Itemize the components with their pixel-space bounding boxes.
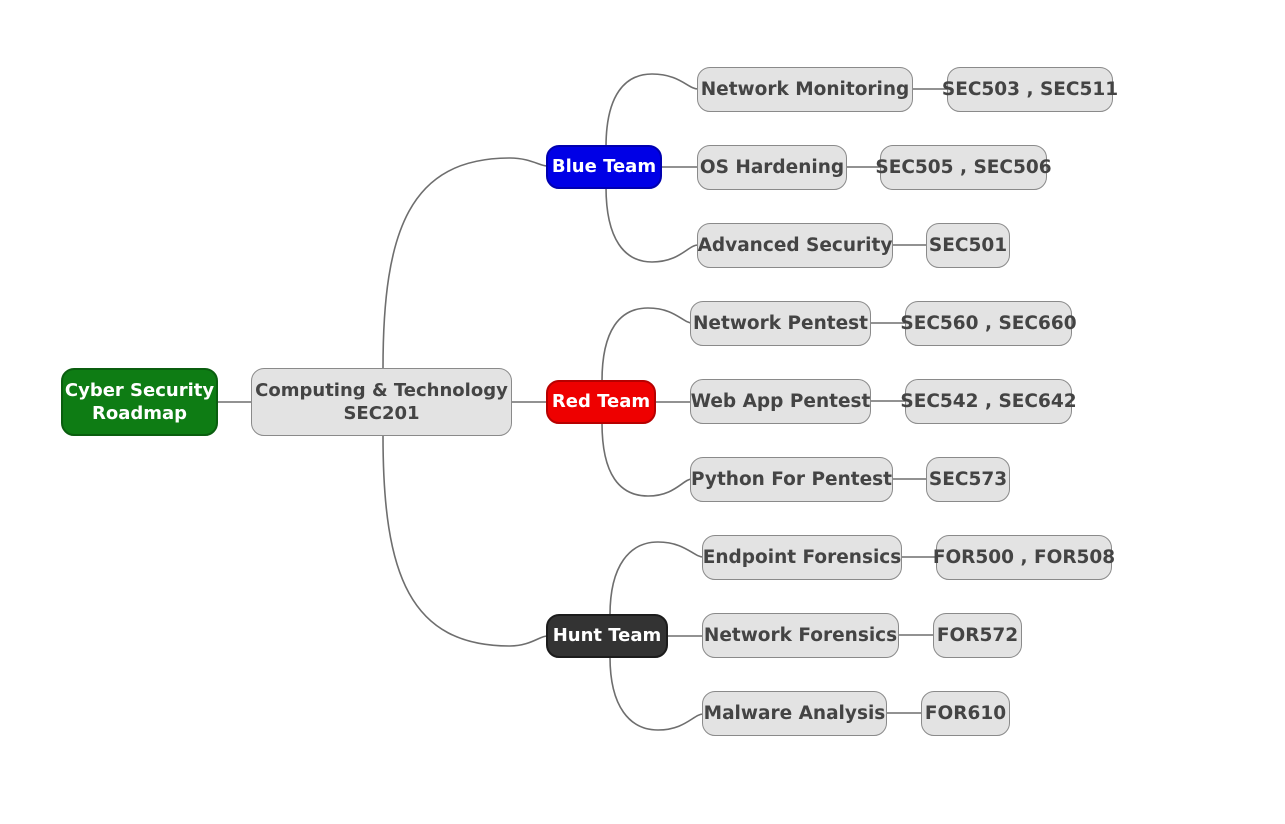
course-os-hardening[interactable]: SEC505 , SEC506 xyxy=(875,145,1052,190)
topic-malware-analysis[interactable]: Malware Analysis xyxy=(702,691,887,736)
topic-python-for-pentest[interactable]: Python For Pentest xyxy=(690,457,893,502)
topic-web-app-pentest[interactable]: Web App Pentest xyxy=(690,379,871,424)
red-team-node[interactable]: Red Team xyxy=(546,380,656,424)
topic-os-hardening[interactable]: OS Hardening xyxy=(697,145,847,190)
link-hunt-topic-3 xyxy=(609,656,704,731)
link-red-topic-3 xyxy=(601,422,693,497)
main-node[interactable]: Computing & Technology SEC201 xyxy=(251,368,512,436)
link-red-topic-1 xyxy=(601,307,693,382)
course-endpoint-forensics[interactable]: FOR500 , FOR508 xyxy=(933,535,1115,580)
hunt-team-node[interactable]: Hunt Team xyxy=(546,614,668,658)
link-main-hunt xyxy=(382,435,548,647)
main-label-line2: SEC201 xyxy=(343,403,420,424)
link-hunt-topic-1 xyxy=(609,541,704,616)
topic-endpoint-forensics[interactable]: Endpoint Forensics xyxy=(702,535,902,580)
topic-advanced-security[interactable]: Advanced Security xyxy=(697,223,893,268)
link-main-blue xyxy=(382,157,548,369)
course-network-monitoring[interactable]: SEC503 , SEC511 xyxy=(942,67,1118,112)
blue-team-node[interactable]: Blue Team xyxy=(546,145,662,189)
course-network-forensics[interactable]: FOR572 xyxy=(933,613,1022,658)
course-python-for-pentest[interactable]: SEC573 xyxy=(926,457,1010,502)
link-blue-topic-1 xyxy=(605,73,699,148)
root-label-line2: Roadmap xyxy=(91,403,188,424)
course-malware-analysis[interactable]: FOR610 xyxy=(921,691,1010,736)
main-label-line1: Computing & Technology xyxy=(255,379,508,401)
course-advanced-security[interactable]: SEC501 xyxy=(926,223,1010,268)
topic-network-monitoring[interactable]: Network Monitoring xyxy=(697,67,913,112)
topic-network-pentest[interactable]: Network Pentest xyxy=(690,301,871,346)
root-label-line1: Cyber Security xyxy=(64,379,215,401)
course-network-pentest[interactable]: SEC560 , SEC660 xyxy=(900,301,1077,346)
link-blue-topic-3 xyxy=(605,186,699,263)
course-web-app-pentest[interactable]: SEC542 , SEC642 xyxy=(900,379,1077,424)
root-node[interactable]: Cyber Security Roadmap xyxy=(61,368,218,436)
topic-network-forensics[interactable]: Network Forensics xyxy=(702,613,899,658)
